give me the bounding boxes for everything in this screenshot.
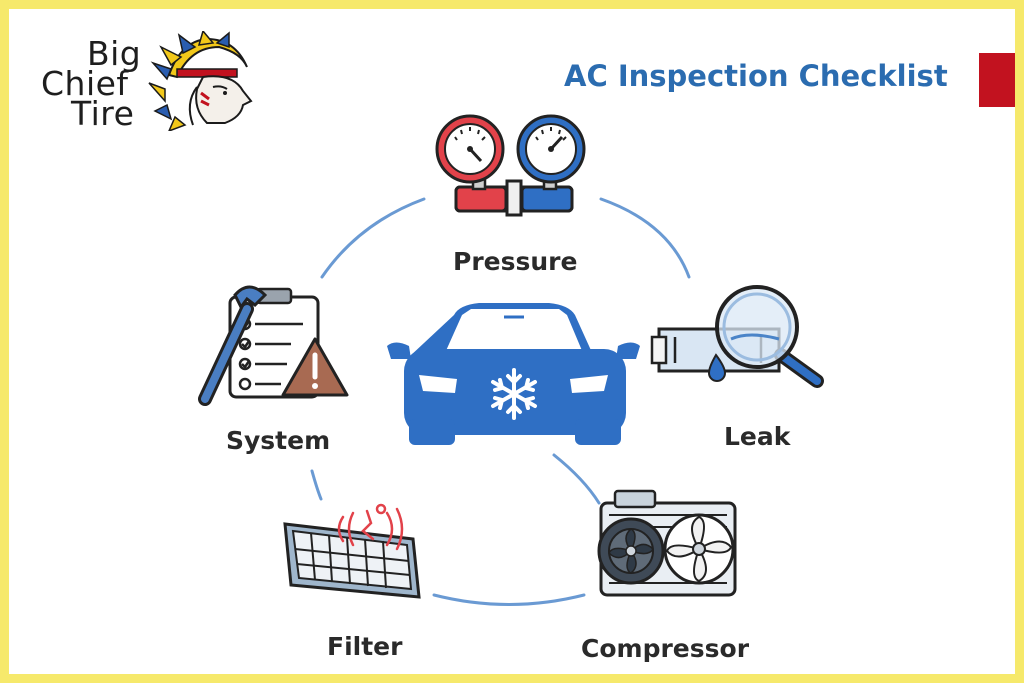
step-label-leak: Leak: [724, 422, 791, 451]
brand-line-1: Big: [87, 34, 142, 73]
pressure-gauges-icon: [435, 114, 586, 217]
cabin-filter-icon: [283, 503, 421, 599]
brand-logo: Big Chief Tire: [31, 31, 261, 131]
accent-block: [979, 53, 1015, 107]
step-label-filter: Filter: [327, 632, 403, 661]
wrench-checklist-warning-icon: [198, 285, 349, 406]
step-label-system: System: [226, 426, 331, 455]
step-label-compressor: Compressor: [581, 634, 750, 663]
diagram-art: [198, 114, 824, 606]
brand-line-3: Tire: [71, 94, 135, 133]
chief-headdress-icon: [148, 31, 253, 131]
magnifier-leak-icon: [650, 285, 824, 388]
cycle-ring: [310, 197, 691, 606]
car-snowflake-icon: [387, 303, 640, 445]
page-title: AC Inspection Checklist: [564, 59, 948, 93]
brand-line-2: Chief: [41, 64, 129, 103]
compressor-fan-icon: [597, 489, 737, 597]
step-label-pressure: Pressure: [453, 247, 578, 276]
